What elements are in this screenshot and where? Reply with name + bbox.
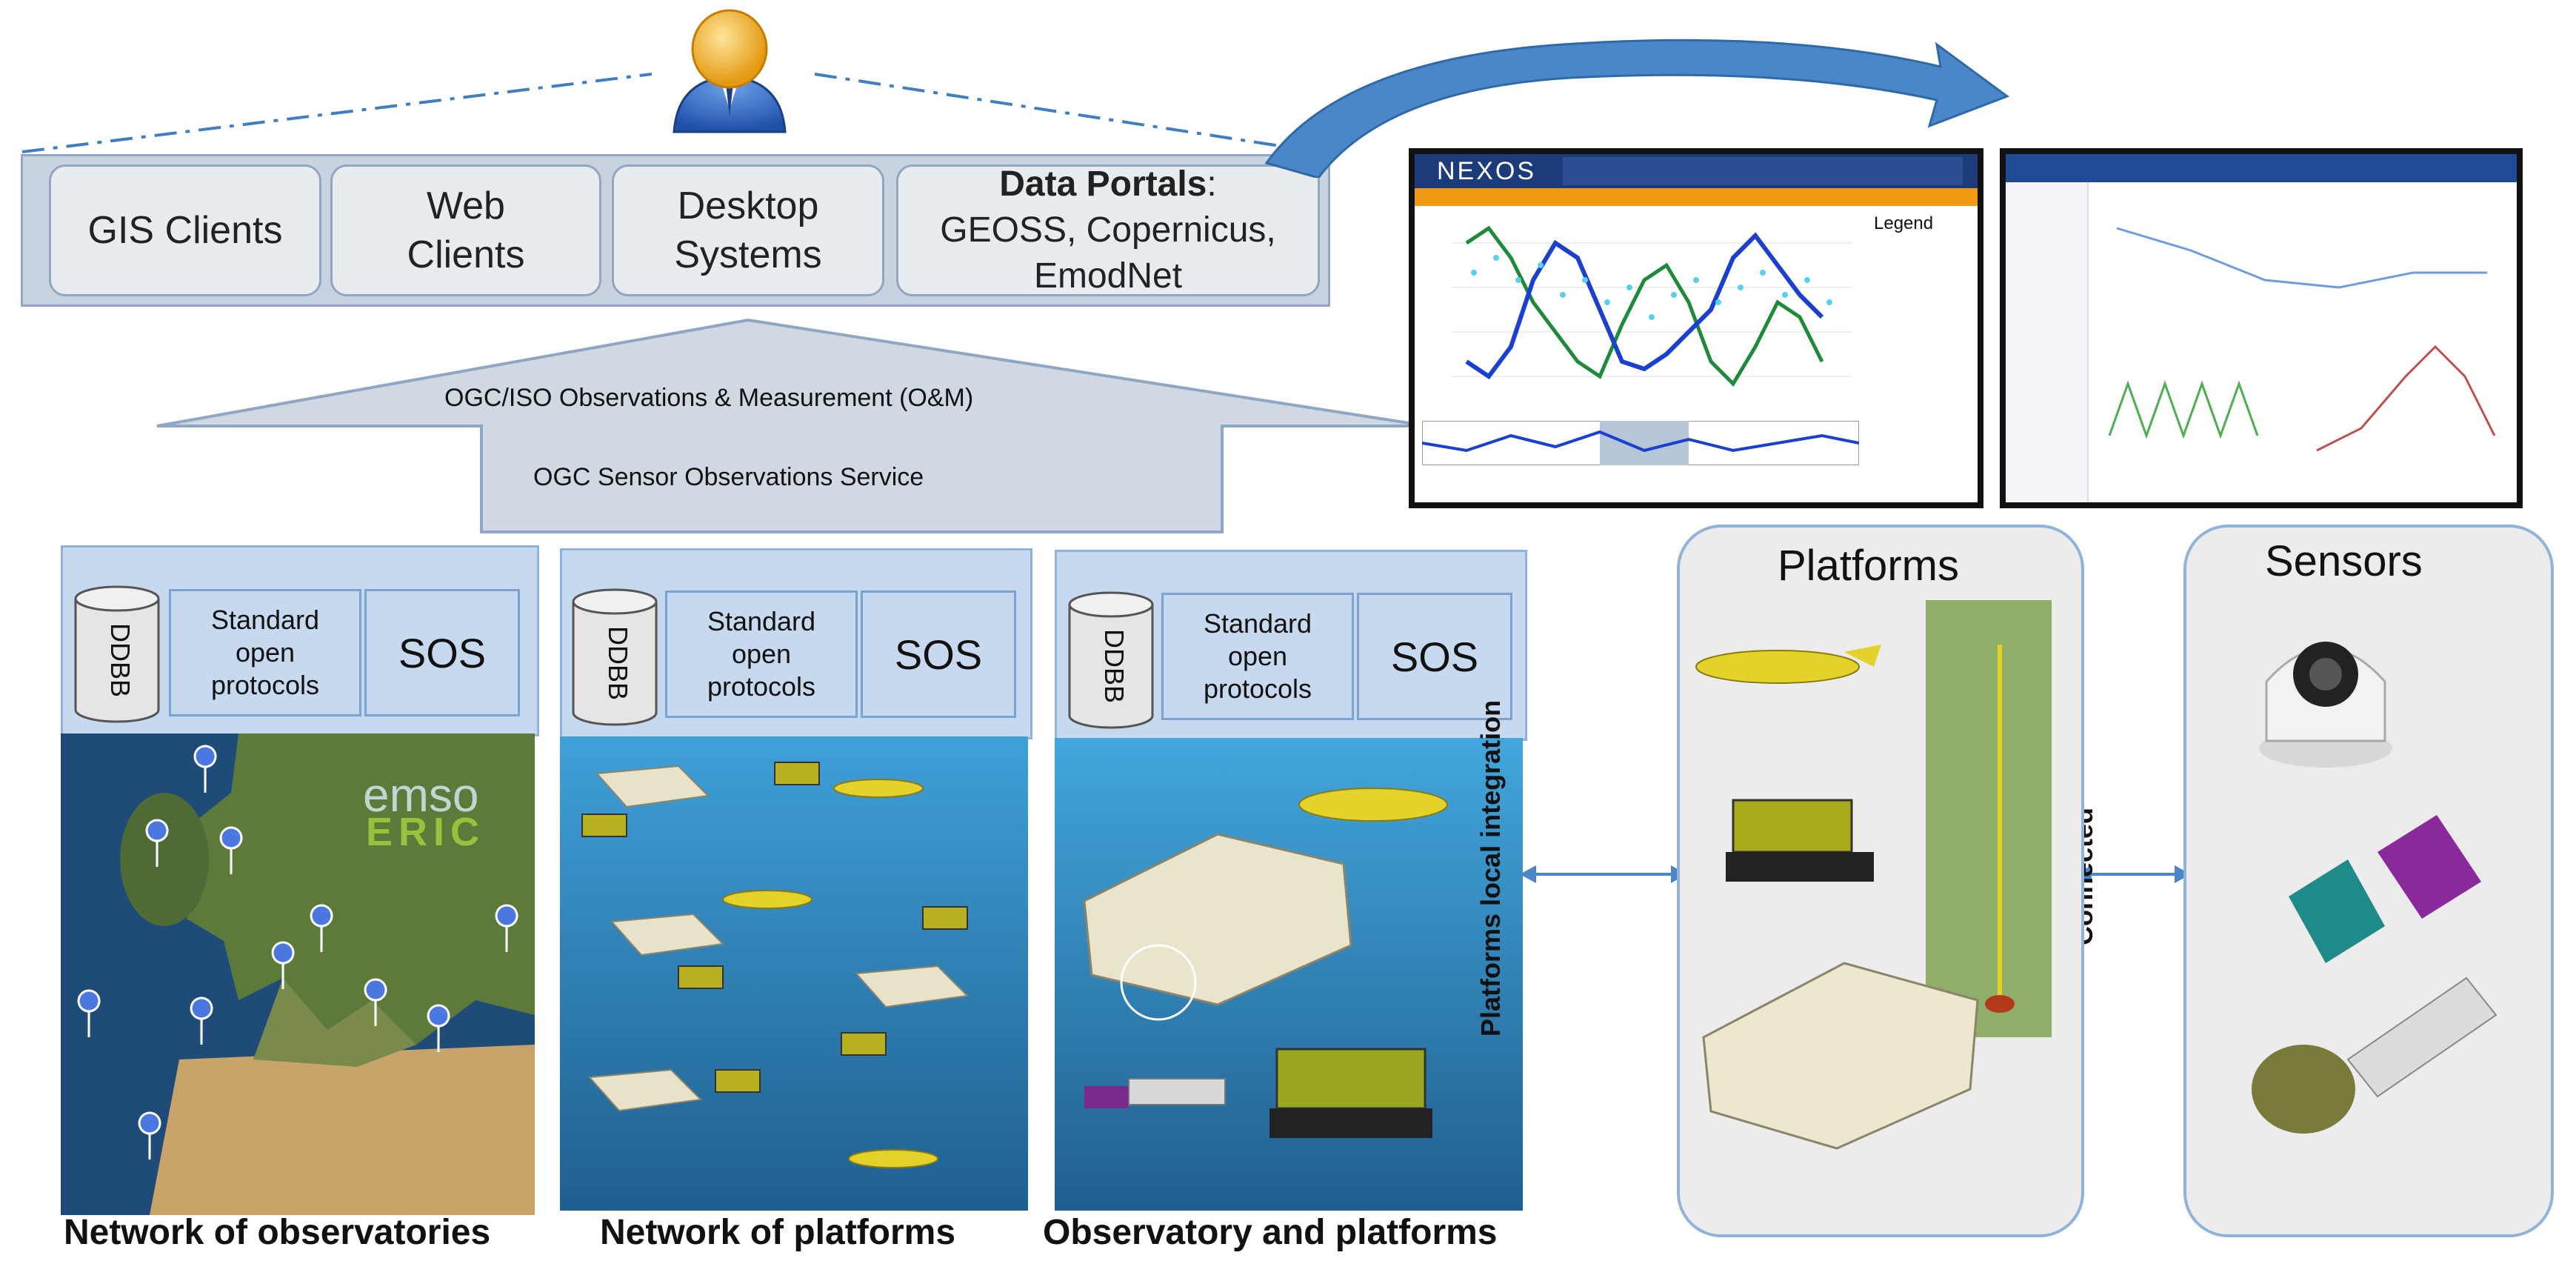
data-portals-colon: : bbox=[1207, 164, 1217, 204]
sos-label-1: SOS bbox=[398, 629, 487, 676]
protocols-2-line2: open bbox=[731, 639, 792, 669]
nexos-mini-chart bbox=[1422, 421, 1859, 465]
sensors-panel bbox=[2183, 525, 2554, 1237]
dashboard-charts bbox=[2108, 227, 2496, 452]
nexos-tabs bbox=[1563, 157, 1963, 185]
protocols-cell-1: Standard open protocols bbox=[169, 589, 361, 716]
integration-double-arrow bbox=[1520, 865, 1687, 883]
protocols-1-line3: protocols bbox=[210, 670, 320, 700]
ddbb-label-3: DDBB bbox=[1099, 628, 1130, 704]
eric-logo-text: ERIC bbox=[366, 810, 486, 854]
nexos-screenshot: NEXOS Legend bbox=[1409, 148, 1983, 508]
dashboard-sidebar bbox=[2006, 182, 2089, 502]
sensors-illustration bbox=[2252, 642, 2497, 1134]
caption-observatory-platforms: Observatory and platforms bbox=[1043, 1213, 1498, 1252]
protocols-2-line3: protocols bbox=[707, 671, 816, 702]
dashboard-header bbox=[2006, 154, 2517, 182]
data-portals-box: Data Portals: GEOSS, Copernicus, EmodNet bbox=[896, 164, 1320, 296]
nexos-toolbar bbox=[1415, 188, 1978, 206]
sos-service-label: OGC Sensor Observations Service bbox=[533, 463, 924, 491]
data-portals-line3: EmodNet bbox=[1033, 256, 1183, 296]
sos-cell-3: SOS bbox=[1357, 593, 1512, 720]
platforms-local-integration-label: Platforms local integration bbox=[1475, 699, 1506, 1037]
web-clients-line2: Clients bbox=[407, 233, 525, 276]
ddbb-cylinder-2 bbox=[572, 588, 658, 726]
data-portals-line2: GEOSS, Copernicus, bbox=[940, 210, 1276, 250]
platforms-illustration bbox=[1695, 600, 2052, 1150]
protocols-3-line2: open bbox=[1227, 641, 1288, 671]
sos-label-3: SOS bbox=[1390, 633, 1479, 680]
ddbb-cylinder-1 bbox=[74, 585, 160, 723]
observatory-seabed-image bbox=[1055, 738, 1523, 1211]
ddbb-cylinder-3 bbox=[1068, 591, 1154, 729]
protocols-3-line1: Standard bbox=[1203, 608, 1312, 639]
web-clients-box: Web Clients bbox=[330, 164, 601, 296]
protocols-1-line1: Standard bbox=[210, 605, 320, 635]
connector-lines bbox=[21, 73, 1319, 153]
gis-clients-box: GIS Clients bbox=[49, 164, 321, 296]
sos-cell-1: SOS bbox=[364, 589, 520, 716]
protocols-cell-2: Standard open protocols bbox=[665, 590, 858, 718]
protocols-3-line3: protocols bbox=[1203, 673, 1312, 704]
desktop-systems-box: Desktop Systems bbox=[612, 164, 884, 296]
dashboard-screenshot bbox=[2000, 148, 2523, 508]
platforms-seabed-image bbox=[560, 736, 1028, 1211]
nexos-brand: NEXOS bbox=[1437, 157, 1537, 185]
ddbb-label-2: DDBB bbox=[603, 625, 634, 701]
protocols-1-line2: open bbox=[235, 637, 296, 668]
ddbb-label-1: DDBB bbox=[105, 622, 136, 698]
sensors-title: Sensors bbox=[2265, 537, 2423, 585]
data-portals-title: Data Portals bbox=[999, 164, 1207, 204]
web-clients-line1: Web bbox=[427, 184, 505, 227]
platforms-title: Platforms bbox=[1778, 542, 1959, 590]
ogc-standards-arrow bbox=[156, 319, 1429, 533]
nexos-chart bbox=[1422, 213, 1859, 413]
om-label: OGC/ISO Observations & Measurement (O&M) bbox=[444, 384, 974, 412]
sos-cell-2: SOS bbox=[861, 590, 1016, 718]
nexos-legend-title: Legend bbox=[1874, 213, 1934, 233]
sos-label-2: SOS bbox=[894, 630, 983, 678]
user-icon bbox=[673, 9, 787, 133]
emso-logo-text: emso bbox=[363, 768, 479, 822]
desktop-line1: Desktop bbox=[677, 184, 819, 227]
protocols-2-line1: Standard bbox=[707, 606, 816, 636]
curved-arrow bbox=[1264, 39, 2010, 178]
protocols-cell-3: Standard open protocols bbox=[1161, 593, 1354, 720]
gis-clients-label: GIS Clients bbox=[87, 209, 283, 252]
europe-map bbox=[61, 733, 535, 1215]
caption-network-observatories: Network of observatories bbox=[64, 1213, 491, 1252]
caption-network-platforms: Network of platforms bbox=[600, 1213, 956, 1252]
desktop-line2: Systems bbox=[674, 233, 822, 276]
